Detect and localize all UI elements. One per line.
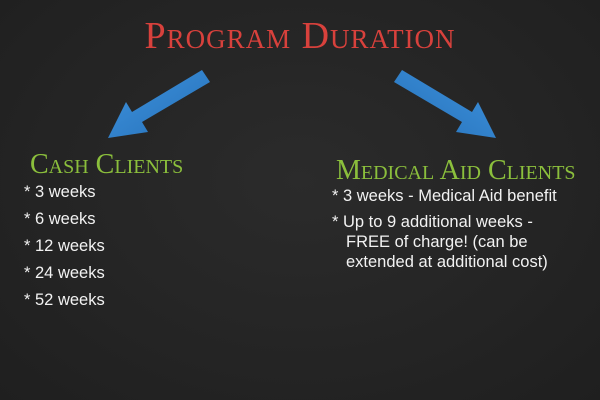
list-item: * 3 weeks - Medical Aid benefit [332,187,557,205]
arrow-down-left-icon [108,70,210,138]
list-item: * 3 weeks [24,183,96,201]
list-item: FREE of charge! (can be [346,233,528,251]
list-item: * 24 weeks [24,264,105,282]
arrow-down-right-icon [394,70,496,138]
medical-aid-clients-list: * 3 weeks - Medical Aid benefit * Up to … [332,186,557,278]
cash-clients-heading: Cash Clients [30,149,184,180]
list-item: * 6 weeks [24,210,96,228]
medical-aid-clients-heading: Medical Aid Clients [336,155,576,186]
list-item: * Up to 9 additional weeks - [332,213,533,231]
list-item: extended at additional cost) [346,253,548,271]
list-item: * 12 weeks [24,237,105,255]
list-item: * 52 weeks [24,291,105,309]
cash-clients-list: * 3 weeks * 6 weeks * 12 weeks * 24 week… [24,182,105,317]
slide-title: Program Duration [144,15,456,57]
